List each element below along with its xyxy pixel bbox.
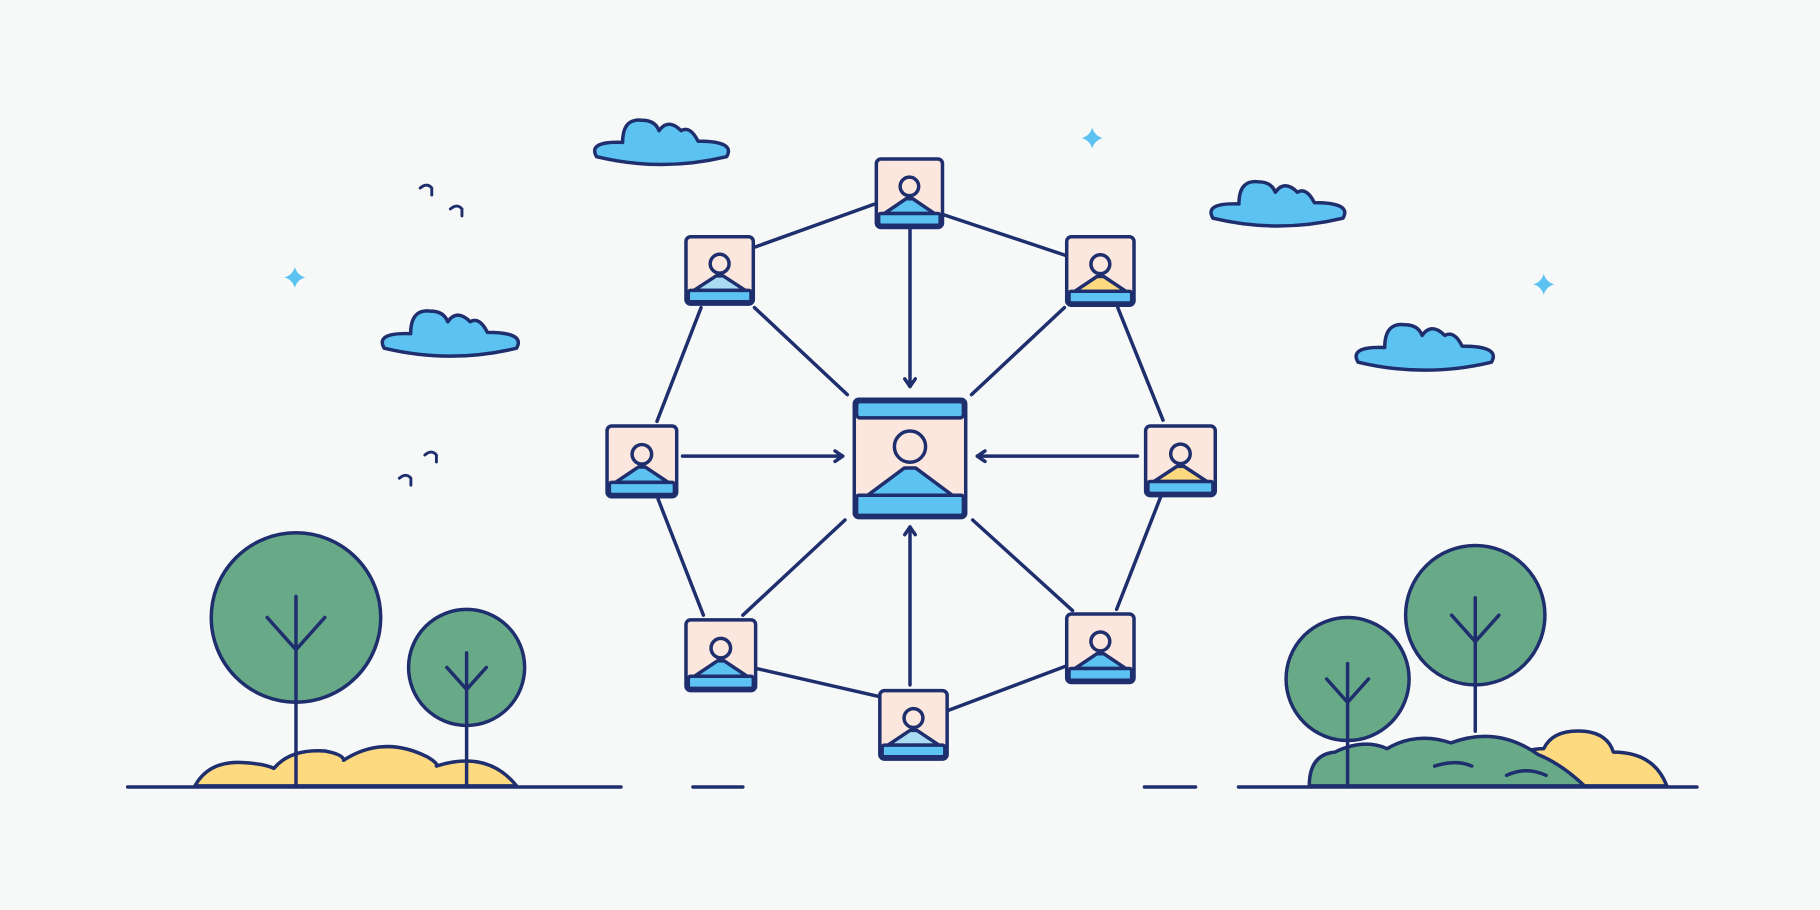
- node-bar: [880, 743, 947, 759]
- edge-line: [970, 518, 1075, 613]
- arrowhead-icon: [903, 525, 917, 537]
- edge-line: [969, 305, 1067, 397]
- bird-icon: [448, 204, 464, 218]
- person-node-left: [605, 424, 679, 499]
- node-bar: [686, 674, 756, 691]
- edge-line: [741, 518, 847, 617]
- node-bar: [854, 493, 966, 518]
- bird-icon: [397, 473, 413, 487]
- tree-branch: [265, 615, 327, 652]
- node-bar: [1067, 666, 1134, 682]
- cloud-icon: [593, 118, 731, 167]
- person-node-bottom: [878, 688, 949, 761]
- network-edges: [655, 202, 1165, 713]
- node-bar: [876, 211, 942, 227]
- person-node-top-left: [684, 235, 756, 306]
- edge-line: [1114, 495, 1163, 612]
- arrowhead-icon: [975, 449, 987, 464]
- node-top-bar: [854, 399, 966, 420]
- cloud-icon: [380, 309, 520, 358]
- node-bar: [607, 480, 677, 497]
- edge-line: [946, 664, 1068, 713]
- tree-branch: [445, 665, 489, 692]
- cloud-icon: [1209, 179, 1347, 228]
- cloud-icon: [1354, 322, 1495, 372]
- person-node-right: [1143, 424, 1218, 498]
- person-head-icon: [902, 706, 925, 730]
- person-head-icon: [630, 442, 654, 466]
- edge-line: [656, 497, 706, 617]
- person-node-top: [874, 157, 945, 230]
- person-head-icon: [708, 252, 731, 275]
- person-head-icon: [1089, 630, 1112, 653]
- tree-branch: [1324, 677, 1371, 705]
- sparkle-icon: [284, 266, 306, 288]
- edge-line: [655, 305, 703, 424]
- edge-line: [941, 212, 1068, 258]
- bush-detail: [1432, 760, 1474, 768]
- person-head-icon: [1168, 442, 1192, 466]
- person-node-center: [852, 397, 968, 520]
- bush-detail: [1504, 768, 1548, 778]
- bush: [1307, 734, 1587, 788]
- person-head-icon: [1089, 253, 1112, 276]
- person-head-icon: [892, 429, 928, 464]
- arrowhead-icon: [903, 377, 917, 389]
- node-bar: [686, 288, 753, 304]
- background-decor: [125, 118, 1699, 789]
- network-nodes: [605, 157, 1218, 761]
- edge-line: [755, 666, 881, 699]
- bird-icon: [423, 450, 438, 464]
- sparkle-icon: [1533, 273, 1555, 295]
- person-head-icon: [709, 636, 733, 660]
- tree-branch: [1449, 613, 1501, 644]
- sparkle-icon: [1081, 127, 1103, 149]
- arrowhead-icon: [833, 449, 845, 464]
- edge-line: [1116, 305, 1165, 422]
- person-node-top-right: [1064, 235, 1136, 308]
- node-bar: [1067, 289, 1134, 305]
- bird-icon: [418, 183, 434, 197]
- bush: [193, 744, 519, 788]
- node-bar: [1146, 479, 1215, 496]
- person-head-icon: [898, 175, 921, 198]
- person-node-bottom-left: [684, 618, 758, 693]
- edge-line: [752, 202, 876, 249]
- edge-line: [752, 305, 850, 397]
- person-node-bottom-right: [1064, 612, 1136, 685]
